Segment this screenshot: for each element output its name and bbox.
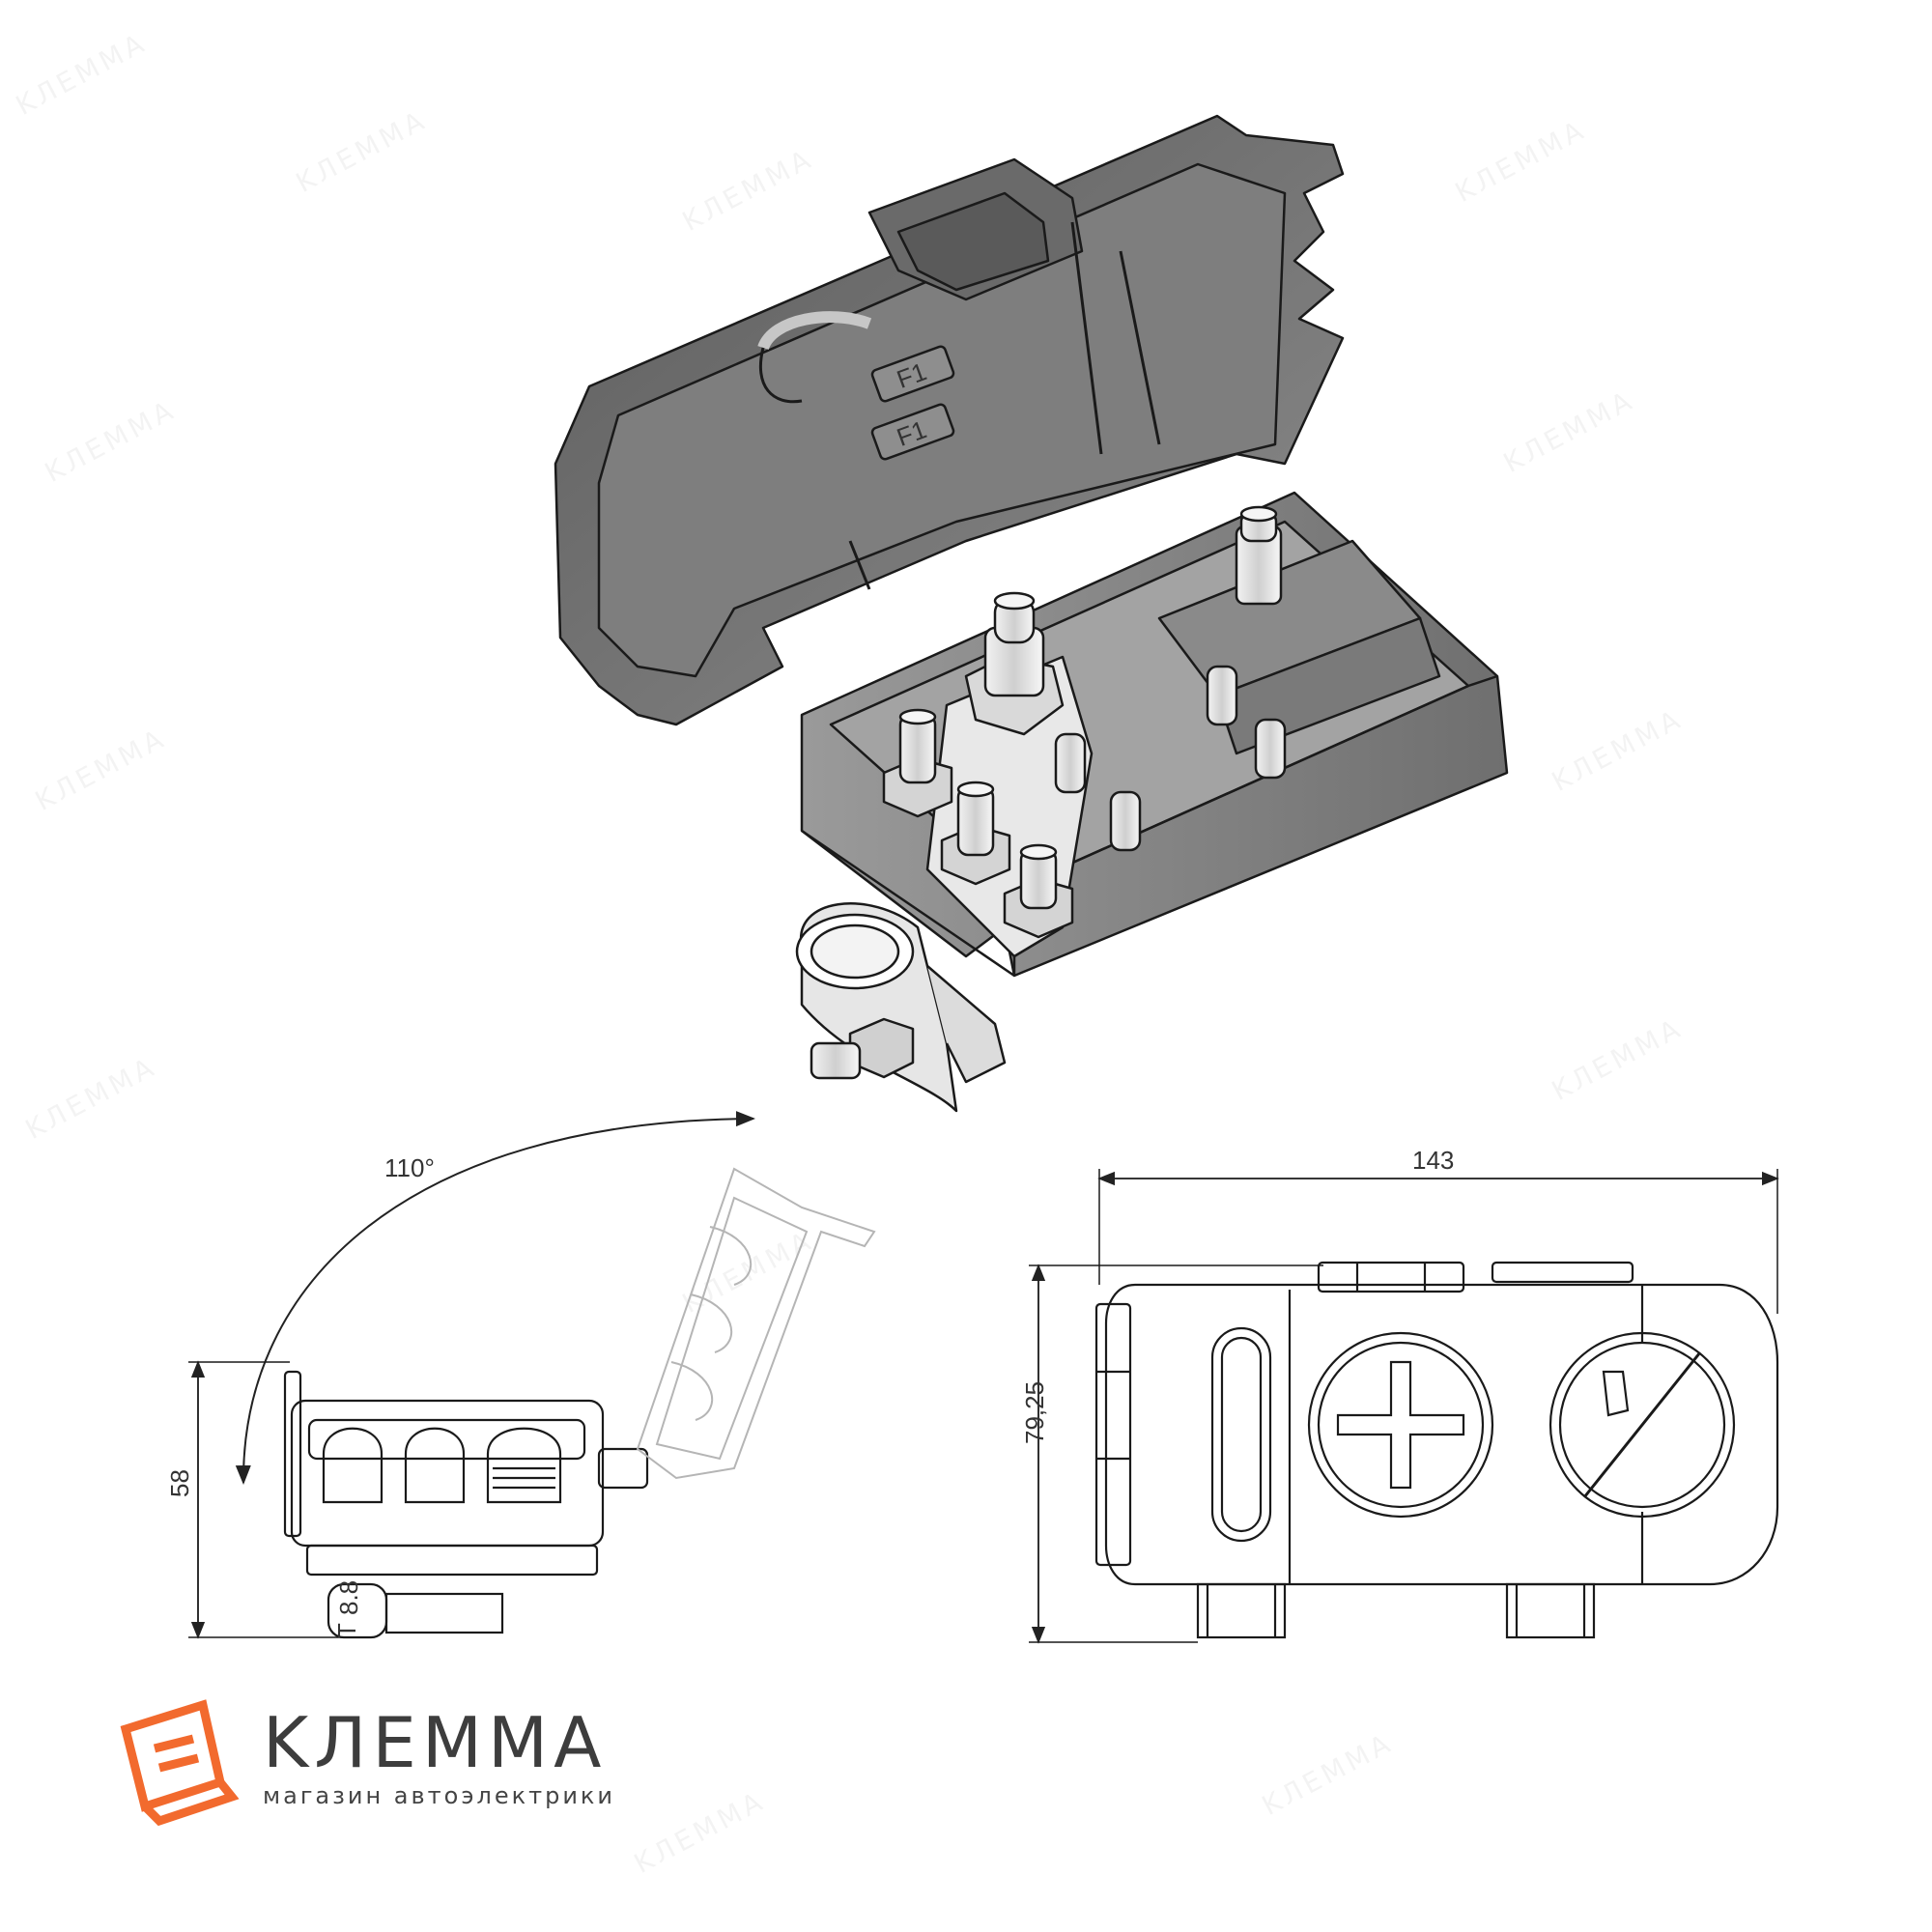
hinge — [1505, 1582, 1596, 1639]
battery-clamp — [795, 902, 1007, 1113]
side-lid-open — [636, 1167, 876, 1480]
height-dimension-side: 58 — [165, 1469, 194, 1497]
top-slot — [1210, 1326, 1272, 1543]
small-stud-3 — [1003, 843, 1074, 939]
plus-terminal — [1307, 1331, 1494, 1519]
hinge — [1196, 1582, 1287, 1639]
clamp-mark: 8.8 — [334, 1580, 363, 1615]
pin — [1254, 718, 1287, 780]
height-dimension-top: 79,25 — [1020, 1381, 1049, 1444]
brand-tagline: магазин автоэлектрики — [263, 1782, 616, 1809]
fuse-label-f1-b — [870, 403, 955, 461]
pin — [1054, 732, 1087, 794]
width-dimension-top: 143 — [1412, 1146, 1454, 1175]
pin — [1109, 790, 1142, 852]
fuse-label-f1-a — [870, 345, 955, 403]
small-stud-1 — [882, 708, 953, 818]
brand-logo-icon — [120, 1699, 240, 1827]
isometric-view: F1 F1 — [554, 114, 1509, 1113]
tall-stud — [1235, 505, 1283, 606]
brand-name: KЛЕММА — [263, 1702, 608, 1783]
small-stud-2 — [940, 781, 1011, 886]
side-base — [290, 1399, 605, 1548]
pin — [1206, 665, 1238, 726]
angle-arc — [235, 1111, 755, 1485]
clamp-letter: T — [332, 1623, 361, 1638]
side-view: 8.8 T — [188, 1111, 876, 1639]
top-view — [1029, 1169, 1779, 1644]
main-stud — [964, 591, 1065, 736]
angle-dimension: 110° — [384, 1153, 435, 1182]
